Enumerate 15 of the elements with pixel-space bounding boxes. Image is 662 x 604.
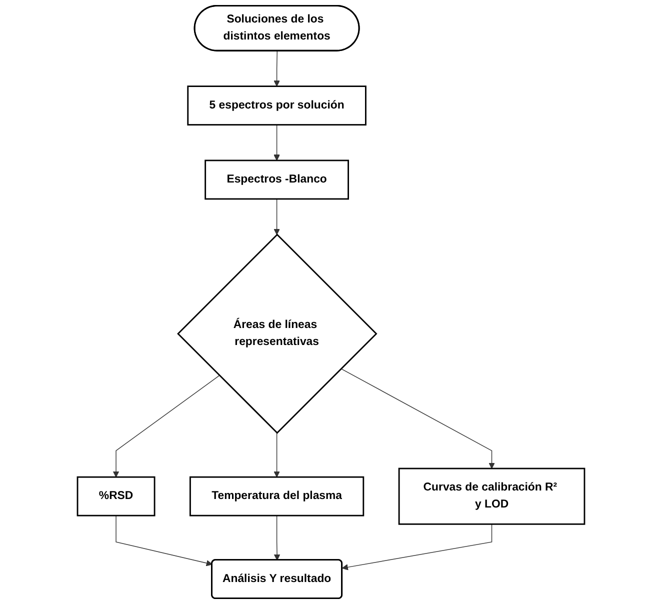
- arrow: [112, 375, 220, 478]
- node-box: Espectros -Blanco: [204, 160, 349, 200]
- node-box: %RSD: [76, 476, 156, 516]
- node-box: Curvas de calibración R² y LOD: [398, 468, 586, 525]
- arrow: [274, 198, 280, 235]
- arrow: [340, 368, 495, 469]
- node-diamond: Áreas de líneas representativas: [177, 234, 378, 434]
- arrow: [274, 515, 280, 560]
- arrow: [342, 524, 492, 570]
- node-box: 5 espectros por solución: [187, 86, 366, 126]
- arrow: [274, 50, 280, 87]
- node-box: Temperatura del plasma: [190, 476, 364, 516]
- arrow: [274, 124, 280, 161]
- arrow: [116, 515, 212, 566]
- arrow: [274, 432, 280, 478]
